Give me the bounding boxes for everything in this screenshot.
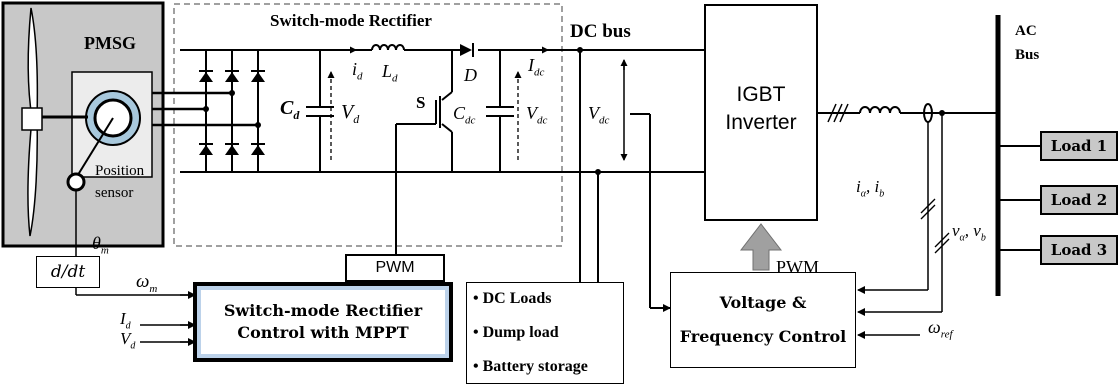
ac-bus-label-1: AC: [1015, 23, 1037, 39]
vf-control-line-2: Frequency Control: [679, 327, 847, 346]
vd-label: Vd: [341, 101, 360, 126]
dc-loads-item-2: • Dump load: [473, 324, 559, 341]
rectifier-control-line-2: Control with MPPT: [237, 323, 409, 342]
id-input-label: Id: [120, 309, 131, 332]
inductor-ld: [371, 44, 405, 51]
diode-d: [460, 43, 474, 57]
s-label: S: [416, 93, 426, 112]
position-sensor-icon: [66, 172, 86, 192]
capacitor-cdc: [486, 50, 514, 172]
idc-label: Idc: [528, 55, 545, 79]
id-label: id: [352, 59, 363, 83]
load-1-box: Load 1: [1040, 131, 1118, 161]
ld-label: Ld: [382, 61, 398, 85]
dc-bus-lines: [568, 49, 705, 308]
vdc-rect-label: Vdc: [526, 103, 548, 127]
pmsg-block: [1, 1, 165, 248]
pwm-arrow: [739, 223, 783, 271]
vf-control-box: Voltage & Frequency Control: [670, 272, 856, 368]
inverter-label-1: IGBT: [736, 83, 786, 106]
dc-loads-item-3: • Battery storage: [473, 358, 588, 375]
d-label: D: [464, 65, 477, 85]
cdc-label: Cdc: [453, 103, 476, 127]
igbt-switch: [395, 50, 453, 258]
igbt-inverter-box: [704, 4, 818, 221]
bridge-diodes: [199, 70, 265, 155]
rectifier-title: Switch-mode Rectifier: [270, 11, 432, 30]
pmsg-title: PMSG: [84, 33, 136, 53]
load-3-box: Load 3: [1040, 235, 1118, 265]
vd-input-label: Vd: [120, 329, 136, 352]
capacitor-cd: [306, 50, 334, 172]
inverter-label-2: Inverter: [725, 111, 797, 134]
theta-label: θm: [92, 233, 109, 257]
dc-loads-item-1: • DC Loads: [473, 290, 552, 307]
inverter-pwm-label: PWM: [776, 257, 820, 277]
rectifier-control-box: Switch-mode Rectifier Control with MPPT: [193, 282, 453, 362]
derivative-box: d/dt: [36, 256, 100, 288]
sensor-link: [75, 117, 114, 179]
dc-loads-box: • DC Loads • Dump load • Battery storage: [466, 282, 624, 384]
position-sensor-label-2: sensor: [95, 185, 134, 201]
ac-bus-label-2: Bus: [1015, 47, 1040, 63]
ac-output-line: [817, 103, 998, 123]
cd-label: Cd: [280, 97, 300, 122]
three-phase-marks: [827, 103, 849, 123]
omega-ref-label: ωref: [928, 317, 953, 341]
vdc-bus-label: Vdc: [588, 103, 610, 127]
wind-turbine-icon: [21, 7, 88, 237]
pwm-box: PWM: [345, 254, 445, 282]
rectifier-frame: [173, 3, 563, 247]
load-2-box: Load 2: [1040, 185, 1118, 215]
dc-bus-label: DC bus: [570, 21, 631, 42]
vf-control-line-1: Voltage &: [719, 293, 807, 313]
voltages-label: vα, vb: [952, 221, 986, 244]
rectifier-rails: [285, 49, 568, 173]
position-sensor-label-1: Position: [95, 163, 145, 179]
rectifier-control-line-1: Switch-mode Rectifier: [223, 301, 423, 321]
currents-label: iα, ib: [856, 177, 885, 200]
omega-m-label: ωm: [136, 271, 158, 295]
